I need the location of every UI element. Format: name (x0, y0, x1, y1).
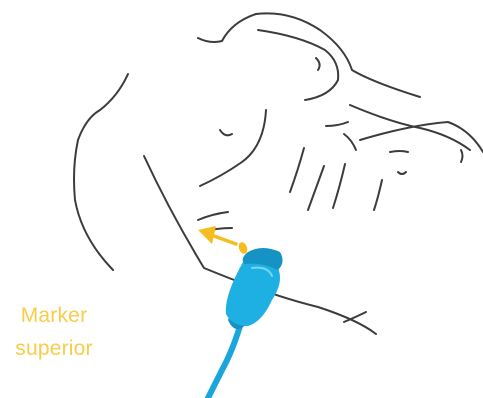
probe-cable (208, 326, 240, 398)
ear-detail (316, 58, 320, 70)
head-outline (198, 13, 420, 97)
nipple-mark (461, 150, 463, 162)
rib-line-4 (374, 180, 382, 210)
rib-line-3 (333, 164, 345, 208)
probe-body (226, 261, 280, 326)
arrow-up-left-icon (214, 236, 236, 244)
rib-line-2 (308, 166, 324, 210)
torso-right-line (360, 122, 483, 152)
clavicle-mark (220, 130, 232, 135)
marker-arrow (198, 226, 249, 255)
shoulder-curve (200, 110, 266, 186)
arrow-head (198, 226, 216, 244)
rib-mark-3 (390, 151, 408, 152)
ultrasound-probe-icon (208, 248, 283, 398)
rib-mark-2 (344, 134, 356, 150)
annotation-marker-label: Marker (4, 300, 104, 331)
axilla-fold-1 (198, 212, 228, 220)
rib-line-1 (290, 148, 304, 192)
arm-outline (74, 74, 128, 270)
head-detail-line (258, 30, 338, 100)
annotation-superior-label: superior (4, 333, 104, 364)
rib-mark-1 (326, 122, 348, 126)
rib-mark-4 (398, 172, 406, 174)
